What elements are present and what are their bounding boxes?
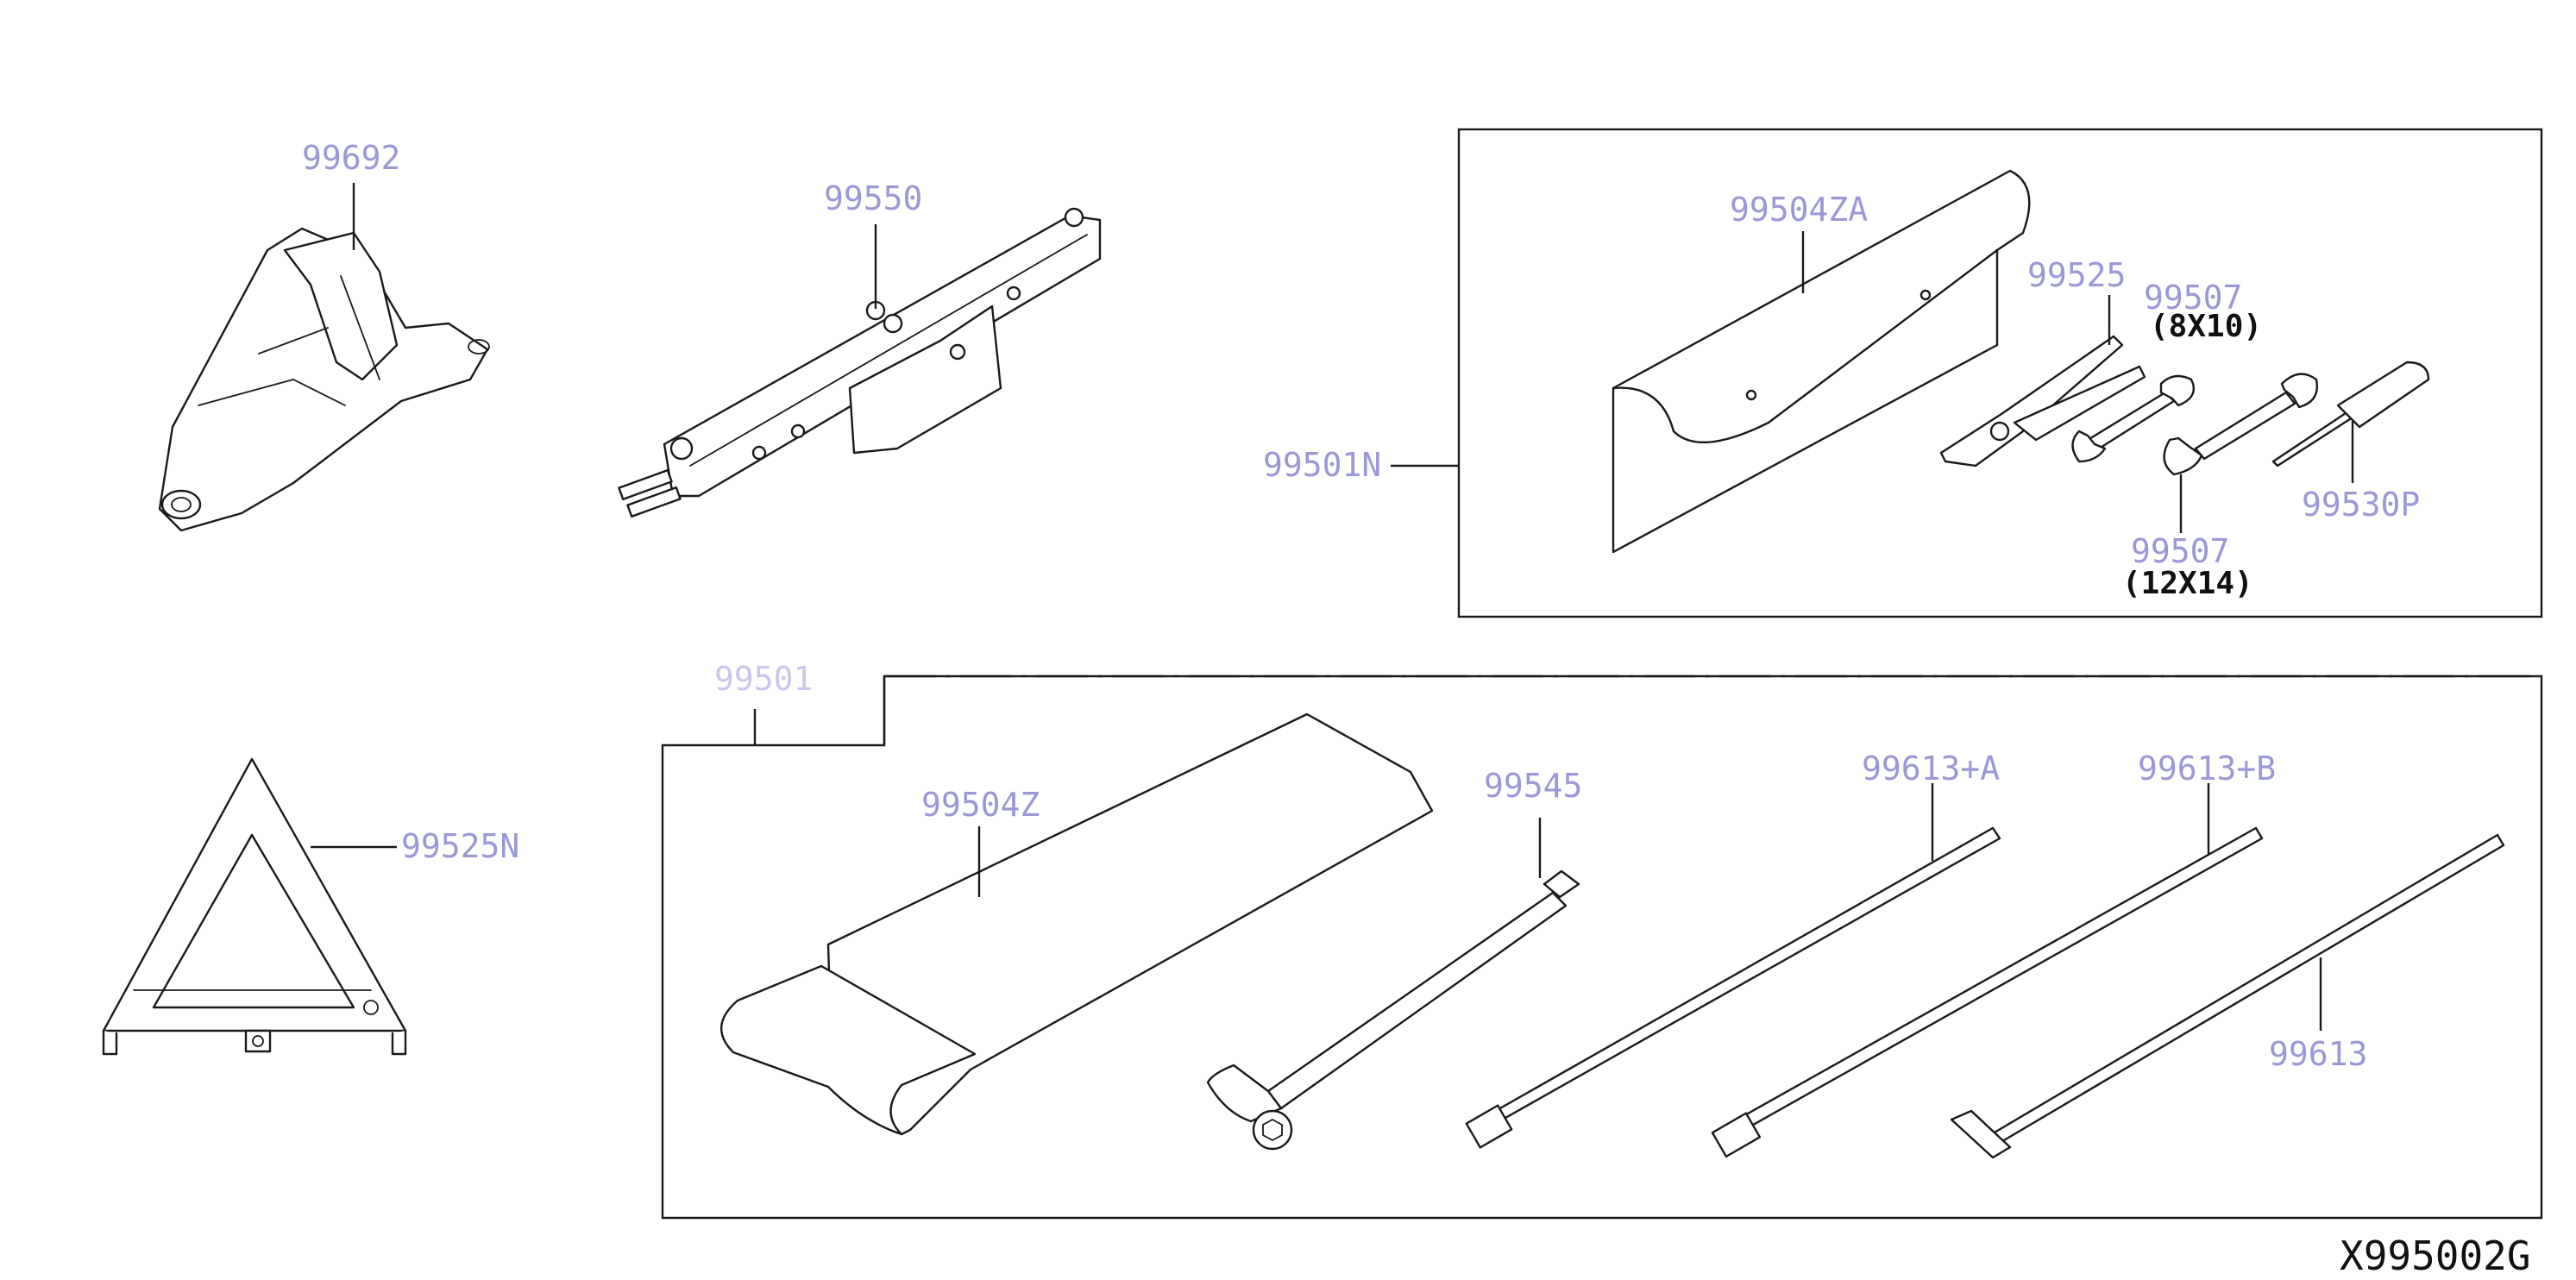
screwdriver-part — [2271, 361, 2430, 467]
label-99507-8x10-size: (8X10) — [2150, 309, 2262, 344]
label-99507-12x14: 99507 — [2131, 532, 2229, 570]
label-99613A: 99613+A — [1862, 750, 2000, 787]
label-99507-12x14-size: (12X14) — [2122, 566, 2253, 601]
label-99504Z: 99504Z — [921, 786, 1040, 824]
label-99530P: 99530P — [2302, 486, 2420, 524]
label-99501: 99501 — [714, 660, 813, 698]
label-99507-8x10: 99507 — [2144, 279, 2242, 317]
label-99550: 99550 — [824, 179, 922, 217]
wheel-wrench-part — [1206, 869, 1580, 1151]
tool-bag-upper-part — [1612, 169, 2031, 554]
wrench-12x14-part — [2163, 373, 2318, 476]
extension-bar-b-part — [1711, 826, 2264, 1158]
tool-bag-lower-part — [719, 712, 1434, 1136]
pliers-part — [1939, 335, 2146, 467]
t-handle-bar-part — [1950, 833, 2505, 1159]
label-99692: 99692 — [302, 139, 400, 177]
label-99504ZA: 99504ZA — [1730, 191, 1868, 229]
warning-triangle-part — [102, 757, 407, 1056]
diagram-reference-code: X995002G — [2340, 1233, 2531, 1279]
jack-holder-part — [158, 227, 490, 532]
label-99525: 99525 — [2027, 256, 2126, 294]
label-99525N: 99525N — [401, 827, 519, 865]
wrench-8x10-part — [2071, 374, 2196, 463]
label-99545: 99545 — [1484, 767, 1582, 805]
pantograph-jack-part — [618, 207, 1102, 518]
extension-bar-a-part — [1465, 826, 2001, 1149]
tool-kit-box-frame — [1457, 128, 2543, 618]
label-99501N: 99501N — [1263, 446, 1381, 484]
label-99613B: 99613+B — [2138, 750, 2276, 787]
label-99613: 99613 — [2269, 1035, 2367, 1073]
